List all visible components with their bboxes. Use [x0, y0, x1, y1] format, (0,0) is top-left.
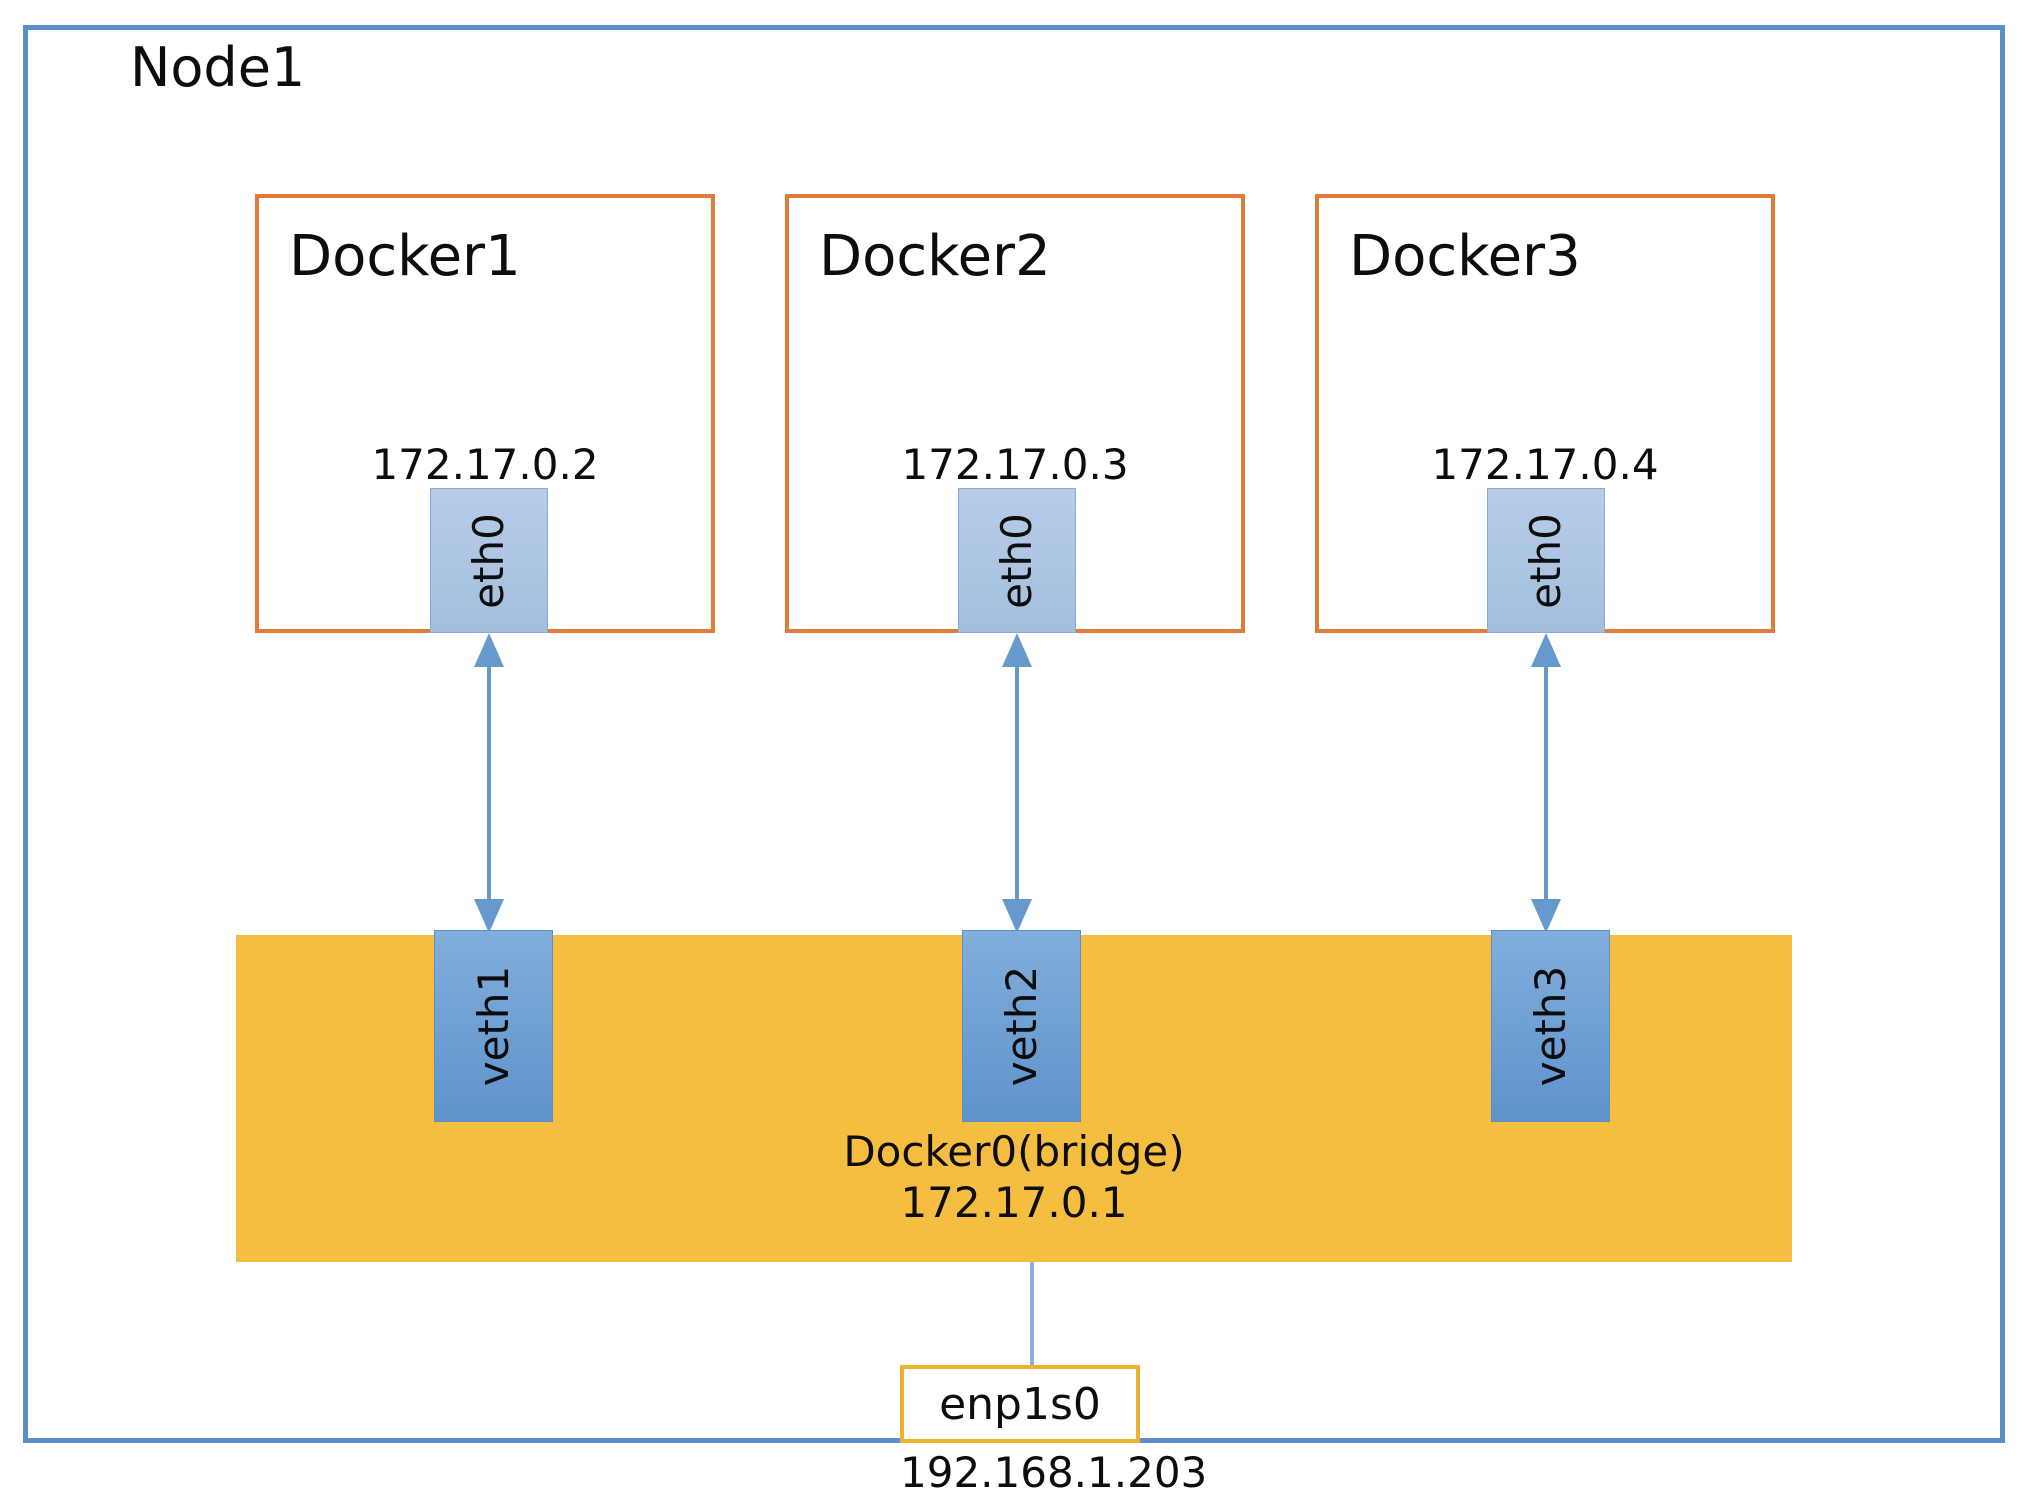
interface-label-veth2: veth2	[996, 965, 1046, 1087]
interface-eth0-docker3[interactable]: eth0	[1487, 488, 1605, 633]
interface-label-eth0-docker2: eth0	[992, 512, 1041, 609]
host-nic-ip: 192.168.1.203	[900, 1448, 1208, 1496]
link-arrow-docker1	[474, 633, 504, 933]
interface-veth3[interactable]: veth3	[1491, 930, 1610, 1122]
link-bridge-to-nic	[1030, 1262, 1034, 1366]
container-title-docker3: Docker3	[1349, 224, 1581, 289]
interface-veth1[interactable]: veth1	[434, 930, 553, 1122]
container-ip-docker1: 172.17.0.2	[371, 440, 599, 489]
interface-label-eth0-docker1: eth0	[464, 512, 513, 609]
interface-eth0-docker2[interactable]: eth0	[958, 488, 1076, 633]
container-title-docker1: Docker1	[289, 224, 521, 289]
interface-label-eth0-docker3: eth0	[1521, 512, 1570, 609]
bridge-label-group: Docker0(bridge) 172.17.0.1	[236, 1126, 1792, 1228]
interface-eth0-docker1[interactable]: eth0	[430, 488, 548, 633]
link-arrow-docker3	[1531, 633, 1561, 933]
interface-label-veth1: veth1	[468, 965, 518, 1087]
host-nic-box[interactable]: enp1s0	[900, 1365, 1140, 1443]
interface-veth2[interactable]: veth2	[962, 930, 1081, 1122]
container-ip-docker3: 172.17.0.4	[1431, 440, 1659, 489]
node-title: Node1	[130, 36, 306, 99]
container-ip-docker2: 172.17.0.3	[901, 440, 1129, 489]
interface-label-veth3: veth3	[1525, 965, 1575, 1087]
host-nic-label: enp1s0	[939, 1378, 1101, 1430]
container-title-docker2: Docker2	[819, 224, 1051, 289]
bridge-name: Docker0(bridge)	[843, 1127, 1185, 1176]
bridge-ip: 172.17.0.1	[900, 1178, 1128, 1228]
link-arrow-docker2	[1002, 633, 1032, 933]
